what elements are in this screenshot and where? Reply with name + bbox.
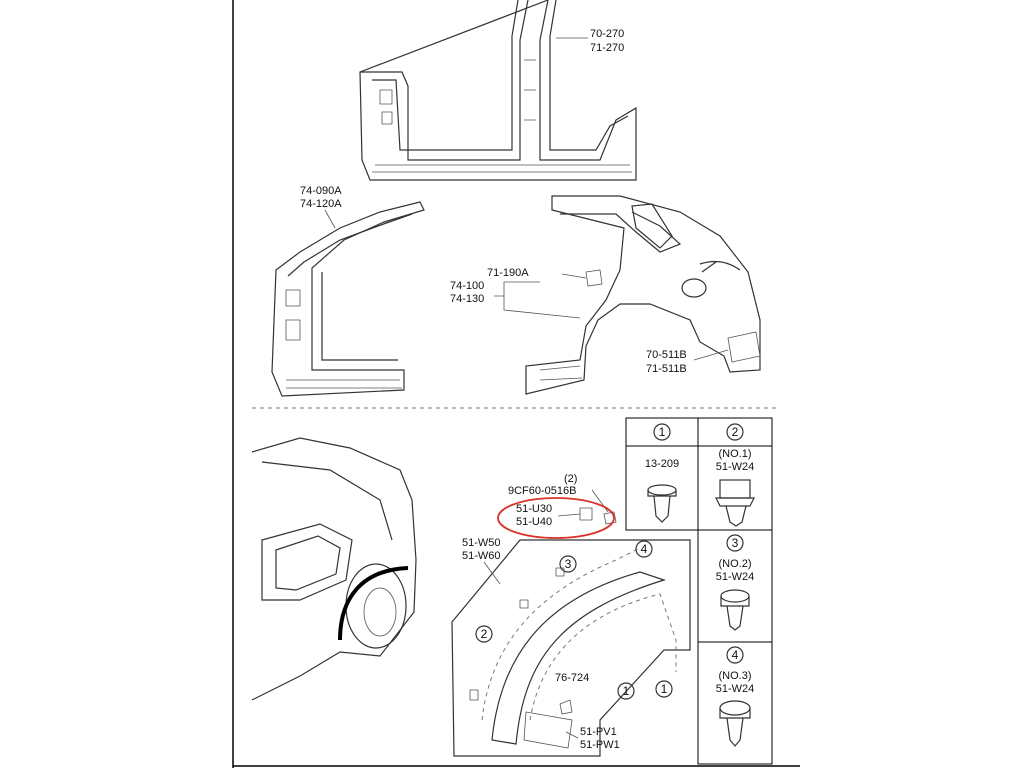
label-51-pv1: 51-PV1 [580,726,617,738]
label-74-120a: 74-120A [300,198,342,210]
callout-4-text: 4 [641,542,648,556]
label-71-270: 71-270 [590,42,624,54]
legend-cell-1-part: 13-209 [645,458,679,470]
label-51-u30: 51-U30 [516,503,552,515]
rear-quarter-drawing [525,195,761,395]
label-74-090a: 74-090A [300,185,342,197]
label-70-270: 70-270 [590,28,624,40]
leader-70-511b [693,349,729,361]
label-9cf60: 9CF60-0516B [508,485,577,497]
retainer-clip-no3-icon [719,700,751,747]
callout-2: 2 [475,625,493,643]
push-pin-clip-icon [647,484,677,523]
bracket-51-u30 [579,507,617,525]
label-51-w50: 51-W50 [462,537,501,549]
assembly-frame [451,539,691,757]
label-51-pw1: 51-PW1 [580,739,620,751]
callout-2-text: 2 [481,627,488,641]
callout-1b: 1 [655,680,673,698]
legend-cell-3-note: (NO.2) [719,558,752,570]
wheel-arch-molding-highlight [338,566,409,641]
molding-piece [491,571,666,745]
label-9cf60-qty: (2) [564,473,577,485]
legend-cell-3-num: 3 [732,536,739,550]
bracket-71-190a [585,269,603,287]
legend-cell-4 [697,641,773,765]
callout-4: 4 [635,540,653,558]
fuel-lid-shape [681,278,707,298]
legend-cell-1-num: 1 [659,425,666,439]
legend-cell-2-part: 51-W24 [716,461,755,473]
callout-1a: 1 [617,682,635,700]
label-74-100: 74-100 [450,280,484,292]
callout-1a-text: 1 [623,684,630,698]
callout-3-text: 3 [565,557,572,571]
label-74-130: 74-130 [450,293,484,305]
leader-51-pv1 [565,731,579,739]
leader-51-u30 [557,513,581,517]
callout-3: 3 [559,555,577,573]
leader-71-190a [561,273,587,279]
label-71-511b: 71-511B [646,363,687,375]
car-silhouette-drawing [251,437,417,701]
label-76-724: 76-724 [555,672,589,684]
side-frame-inner-drawing [359,0,637,181]
legend-cell-2-note: (NO.1) [719,448,752,460]
front-pillar-drawing [271,201,425,397]
label-51-u40: 51-U40 [516,516,552,528]
legend-cell-2-num: 2 [732,425,739,439]
retainer-clip-no1-icon [715,479,755,527]
legend-cell-3-part: 51-W24 [716,571,755,583]
nut-76-724 [559,699,573,715]
mud-flap-shape [523,711,573,749]
leader-74-090a [324,209,336,229]
label-70-511b: 70-511B [646,349,687,361]
leader-74-100 [494,281,581,319]
label-51-w60: 51-W60 [462,550,501,562]
red-highlight-circle [497,497,615,539]
leader-51-w50 [483,561,501,585]
legend-cell-4-note: (NO.3) [719,670,752,682]
label-71-190a: 71-190A [487,267,529,279]
legend-cell-4-num: 4 [732,648,739,662]
fastener-legend-table: 1 13-209 2 (NO.1) 51-W24 3 (NO.2) 51-W24… [625,417,773,765]
leader-9cf60 [591,489,609,513]
retainer-clip-no2-icon [720,589,750,631]
callout-1b-text: 1 [661,682,668,696]
bracket-70-511b [727,331,761,363]
legend-cell-4-part: 51-W24 [716,683,755,695]
